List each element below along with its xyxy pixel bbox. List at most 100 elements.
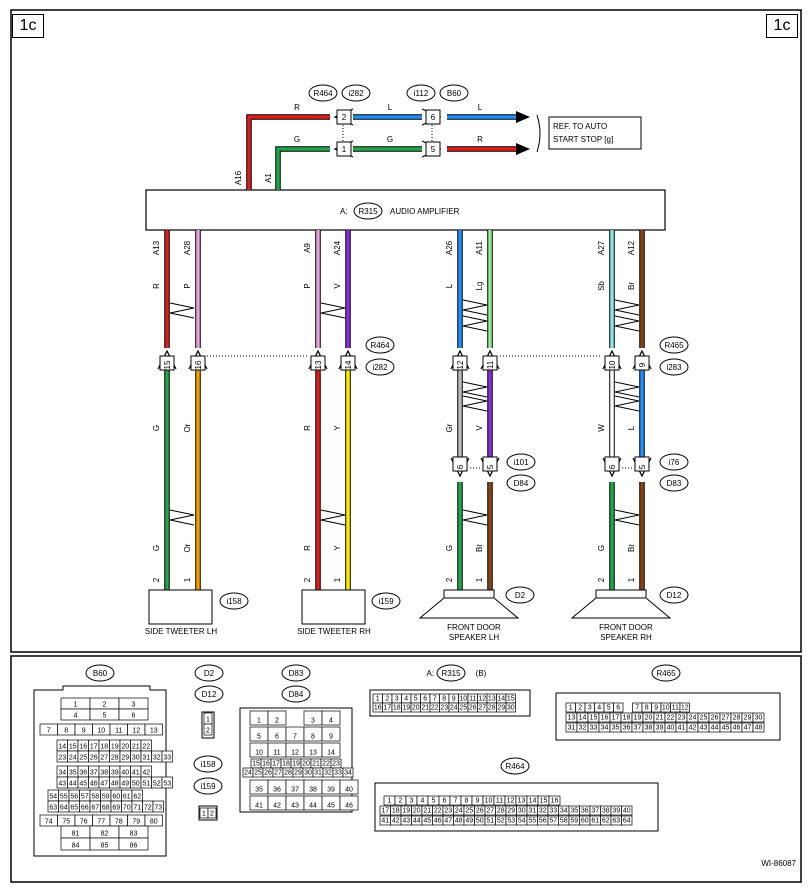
b60-blk3-pin: 70 <box>123 805 131 812</box>
r315-pin: 6 <box>423 696 427 703</box>
r464-r2-pin: 38 <box>602 808 610 815</box>
b60-blk2-pin: 39 <box>111 770 119 777</box>
d83-r6-pin: 39 <box>327 787 335 794</box>
d83-r4-pin: 21 <box>312 761 320 768</box>
b60-blk2-pin: 38 <box>100 770 108 777</box>
ref-line2: START STOP [g] <box>553 135 613 144</box>
r315-pin: 27 <box>478 705 486 712</box>
color-A27-middle: W <box>597 424 606 432</box>
r465-r1-pin: 2 <box>578 705 582 712</box>
b60-r3-pin: 11 <box>115 728 122 735</box>
i158-cell <box>207 807 217 819</box>
label-b60-top: B60 <box>447 89 462 98</box>
b60-blk2-pin: 40 <box>121 770 129 777</box>
r464-r3-pin: 46 <box>434 818 442 825</box>
r464-r1-pin: 9 <box>476 798 480 805</box>
ref-bracket <box>536 114 541 153</box>
b60-blk1-pin: 23 <box>58 755 66 762</box>
r464-r1-cell <box>548 795 561 806</box>
pin-end-A12: 1 <box>627 577 636 582</box>
b60-blk3-cell <box>152 800 164 813</box>
d83-r1-pin: 4 <box>329 718 333 725</box>
b60-blk1-pin: 32 <box>153 755 161 762</box>
r465-r1-pin: 9 <box>654 705 658 712</box>
r315-pin: 3 <box>395 696 399 703</box>
b60-blk1-pin: 21 <box>132 744 140 751</box>
b60-top-pin: 6 <box>132 713 136 720</box>
b60-blk2-pin: 41 <box>132 770 140 777</box>
b60-blk3-pin: 66 <box>81 805 89 812</box>
label-i158: i158 <box>200 760 216 769</box>
r464-r3-pin: 48 <box>455 818 463 825</box>
b60-blk3-pin: 63 <box>49 805 57 812</box>
b60-r3-pin: 12 <box>132 728 140 735</box>
conn-A26-second-box <box>452 456 468 472</box>
break-2 <box>462 299 488 316</box>
break-4 <box>614 299 640 316</box>
r464-r2-cell <box>621 805 633 816</box>
r464-r3-pin: 42 <box>392 818 400 825</box>
r464-r3-pin: 43 <box>402 818 410 825</box>
d83-r5-pin: 32 <box>324 770 332 777</box>
label-i159: i159 <box>200 782 216 791</box>
b60-top-pin: 5 <box>103 713 107 720</box>
r465-r2-pin: 25 <box>700 715 708 722</box>
b60-blk3-pin: 68 <box>102 805 110 812</box>
label-b60-top-ellipse <box>439 84 469 102</box>
r465-r1-cell <box>613 702 624 713</box>
b60-r10-pin: 74 <box>45 819 53 826</box>
b60-blk1-pin: 33 <box>163 755 171 762</box>
audio-amplifier-box <box>145 189 666 231</box>
connector-views-border <box>10 655 802 883</box>
r465-r3-pin: 46 <box>733 725 741 732</box>
amp-id: R315 <box>358 207 378 216</box>
label-i112-top-ellipse <box>406 84 436 102</box>
pin-end-A13: 2 <box>152 577 161 582</box>
d83-r5-pin: 33 <box>334 770 342 777</box>
conn-A26-second-num: 6 <box>456 464 465 469</box>
color-A11-lower: Br <box>475 544 484 552</box>
r315-pin: 25 <box>459 705 467 712</box>
conn-A24-mid-num: 14 <box>344 360 353 369</box>
r315-pin: 20 <box>412 705 420 712</box>
r464-r1-pin: 15 <box>540 798 548 805</box>
color-A24-middle: Y <box>333 425 342 431</box>
break-3 <box>462 315 488 332</box>
speaker-rh-top <box>595 589 647 599</box>
label-r464-top: R464 <box>313 89 333 98</box>
r464-r1-pin: 14 <box>529 798 537 805</box>
d83-r2-pin: 8 <box>311 734 315 741</box>
d83-r7-pin: 45 <box>327 803 335 810</box>
d83-r4-pin: 19 <box>292 761 300 768</box>
color-A9-lower: R <box>303 545 312 551</box>
d83-r3-pin: 13 <box>309 750 317 757</box>
color-A9-middle: R <box>303 425 312 431</box>
color-A12-upper: Br <box>627 282 636 290</box>
conn-i112-a1-num: 5 <box>431 145 436 154</box>
r464-r2-pin: 37 <box>591 808 599 815</box>
label-i76: i76 <box>669 458 680 467</box>
r315-prefix: A: <box>426 669 434 678</box>
b60-blk2-pin: 44 <box>69 781 77 788</box>
label-b60-ellipse <box>85 664 115 682</box>
color-A13-lower: G <box>152 545 161 551</box>
b60-blk1-pin: 24 <box>69 755 77 762</box>
r465-r1-pin: 6 <box>616 705 620 712</box>
r464-r2-pin: 18 <box>392 808 400 815</box>
label-d83-low-ellipse <box>659 474 689 492</box>
r464-r3-pin: 51 <box>486 818 494 825</box>
r315-pin: 21 <box>421 705 429 712</box>
speaker-lh-cone <box>418 597 520 619</box>
d83-r5-cell <box>342 767 354 778</box>
label-i158-dev: i158 <box>226 597 242 606</box>
b60-blk2-pin: 45 <box>79 781 87 788</box>
b60-blk2-pin: 34 <box>58 770 66 777</box>
b60-blk3-pin: 58 <box>91 794 99 801</box>
label-d12-dev: D12 <box>667 591 682 600</box>
r465-r1-pin: 12 <box>681 705 689 712</box>
d83-r3-pin: 10 <box>255 750 263 757</box>
label-i283-mid: i283 <box>666 363 682 372</box>
color-A13-upper: R <box>152 283 161 289</box>
color-g-mid: G <box>387 135 393 144</box>
color-A28-lower: Or <box>183 543 192 552</box>
